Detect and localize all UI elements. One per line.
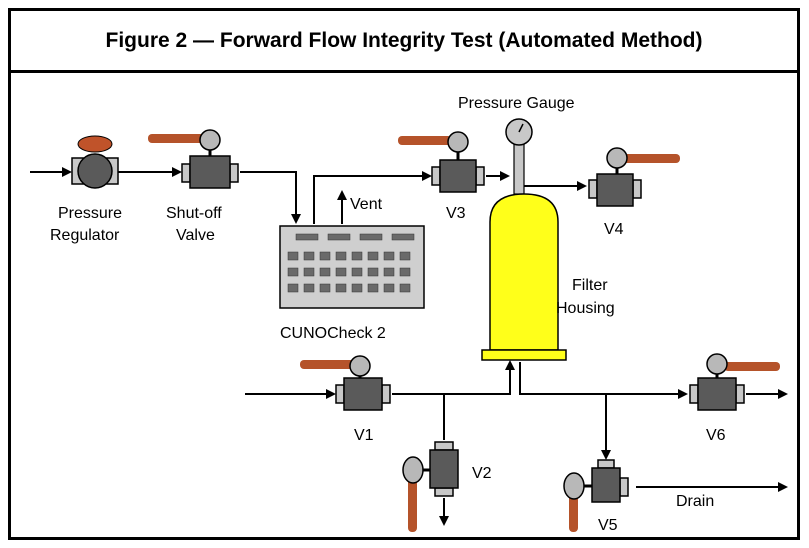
vent-label: Vent — [350, 196, 383, 213]
filter-housing-label-line1: Filter — [572, 277, 608, 294]
valve-v4-icon — [588, 147, 680, 207]
flow-lines — [30, 167, 788, 526]
shutoff-valve-icon — [148, 129, 239, 189]
filter-housing-label-line2: Housing — [556, 300, 615, 317]
shutoff-valve-label-line2: Valve — [176, 227, 215, 244]
v3-label: V3 — [446, 205, 466, 222]
valve-v5-icon — [563, 459, 629, 532]
cunocheck-to-v3-arrow — [313, 171, 432, 224]
filter-housing-icon — [481, 193, 567, 361]
cunocheck-unit-icon — [279, 225, 425, 309]
v2-label: V2 — [472, 465, 492, 482]
figure-title: Figure 2 — Forward Flow Integrity Test (… — [11, 11, 797, 73]
shutoff-to-cunocheck-arrow — [240, 171, 301, 224]
v1-to-housing-arrow — [392, 360, 515, 395]
pressure-regulator-label-line1: Pressure — [58, 205, 122, 222]
valve-v3-icon — [398, 131, 485, 193]
valve-v2-icon — [402, 441, 459, 532]
shutoff-valve-label-line1: Shut-off — [166, 205, 222, 222]
drain-label: Drain — [676, 493, 714, 510]
pressure-regulator-icon — [71, 135, 119, 189]
figure-frame: Figure 2 — Forward Flow Integrity Test (… — [8, 8, 800, 540]
housing-to-v6-arrow — [519, 362, 688, 399]
pressure-gauge-label: Pressure Gauge — [458, 95, 575, 112]
pressure-regulator-label-line2: Regulator — [50, 227, 120, 244]
cunocheck-label: CUNOCheck 2 — [280, 325, 386, 342]
v1-label: V1 — [354, 427, 374, 444]
valve-v1-icon — [300, 355, 391, 411]
v4-label: V4 — [604, 221, 624, 238]
valve-v6-icon — [689, 353, 780, 411]
pressure-gauge-icon — [505, 118, 533, 195]
v5-label: V5 — [598, 517, 618, 534]
v6-label: V6 — [706, 427, 726, 444]
